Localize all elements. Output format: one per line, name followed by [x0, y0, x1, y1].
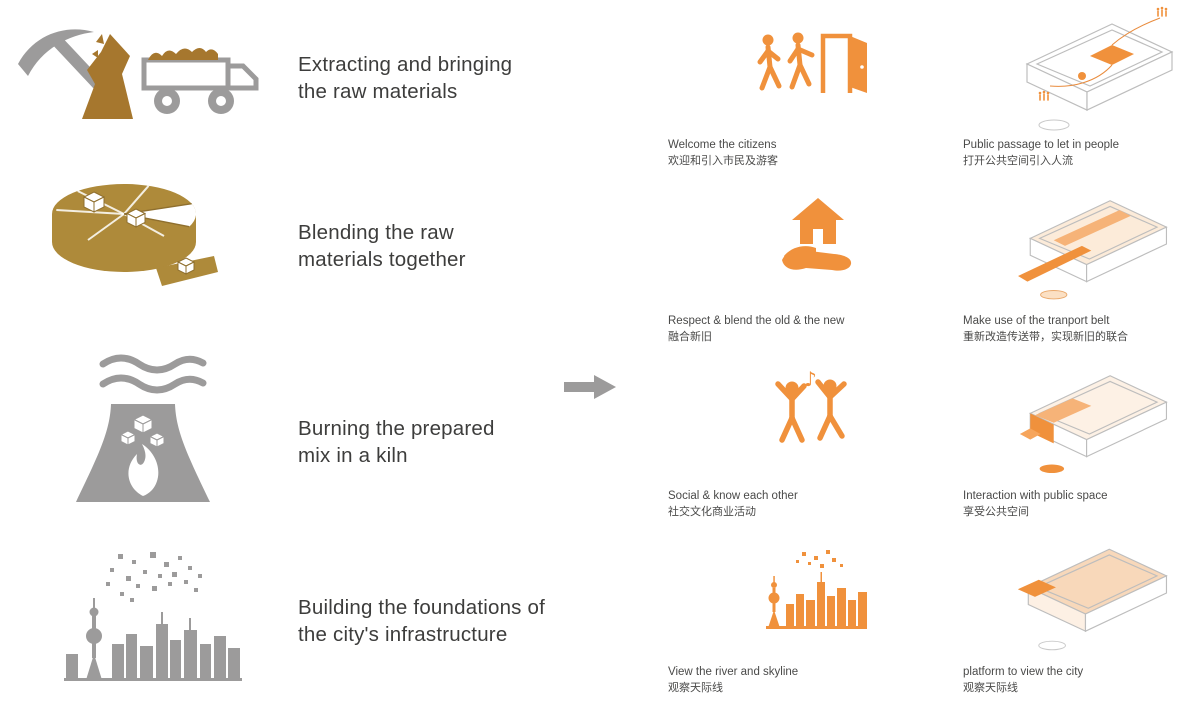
- caption-zh: 打开公共空间引入人流: [963, 155, 1073, 168]
- mid-caption-4: View the river and skyline 观察天际线: [668, 666, 908, 695]
- right-arrow-icon: [564, 373, 616, 401]
- label-line: mix in a kiln: [298, 443, 408, 467]
- axon-diagram-view-platform: [1014, 530, 1176, 658]
- caption-en: View the river and skyline: [668, 666, 799, 678]
- caption-zh: 社交文化商业活动: [668, 506, 756, 519]
- process-label-3: Burning the prepared mix in a kiln: [298, 416, 495, 469]
- caption-en: platform to view the city: [963, 666, 1084, 678]
- caption-zh: 欢迎和引入市民及游客: [668, 155, 778, 168]
- label-line: Burning the prepared: [298, 417, 495, 440]
- label-line: Building the foundations of: [298, 596, 546, 619]
- social-dance-icon: ♪: [762, 368, 862, 452]
- caption-zh: 观察天际线: [668, 682, 723, 695]
- caption-zh: 融合新旧: [668, 331, 712, 344]
- label-line: the raw materials: [298, 79, 458, 103]
- axon-diagram-public-space: [1016, 357, 1176, 481]
- crowd-icon: [1157, 9, 1167, 17]
- caption-en: Respect & blend the old & the new: [668, 315, 845, 327]
- caption-en: Welcome the citizens: [668, 139, 777, 151]
- axon-diagram-public-passage: [1012, 4, 1182, 139]
- crowd-icon: [1039, 93, 1049, 101]
- city-skyline-icon: [60, 548, 245, 683]
- caption-zh: 观察天际线: [963, 682, 1018, 695]
- blending-mix-icon: [44, 166, 224, 306]
- right-caption-2: Make use of the tranport belt 重新改造传送带，实现…: [963, 315, 1198, 344]
- kiln-icon: [48, 352, 238, 502]
- welcome-door-icon: [754, 30, 872, 96]
- right-caption-1: Public passage to let in people 打开公共空间引入…: [963, 139, 1193, 168]
- hand-holding-house-icon: [772, 196, 864, 282]
- process-label-2: Blending the raw materials together: [298, 220, 466, 273]
- svg-text:♪: ♪: [804, 368, 817, 391]
- caption-en: Social & know each other: [668, 490, 798, 502]
- label-line: materials together: [298, 247, 466, 271]
- caption-zh: 享受公共空间: [963, 506, 1029, 519]
- label-line: the city's infrastructure: [298, 622, 508, 646]
- orange-skyline-icon: [752, 548, 872, 630]
- mid-caption-3: Social & know each other 社交文化商业活动: [668, 490, 908, 519]
- process-label-1: Extracting and bringing the raw material…: [298, 52, 512, 105]
- axon-diagram-transport-belt: [1016, 182, 1176, 306]
- process-label-4: Building the foundations of the city's i…: [298, 595, 545, 648]
- caption-en: Public passage to let in people: [963, 139, 1119, 151]
- right-caption-4: platform to view the city 观察天际线: [963, 666, 1193, 695]
- caption-en: Interaction with public space: [963, 490, 1108, 502]
- caption-en: Make use of the tranport belt: [963, 315, 1110, 327]
- caption-zh: 重新改造传送带，实现新旧的联合: [963, 331, 1128, 344]
- mid-caption-1: Welcome the citizens 欢迎和引入市民及游客: [668, 139, 908, 168]
- mid-caption-2: Respect & blend the old & the new 融合新旧: [668, 315, 918, 344]
- label-line: Extracting and bringing: [298, 53, 513, 76]
- right-caption-3: Interaction with public space 享受公共空间: [963, 490, 1193, 519]
- label-line: Blending the raw: [298, 221, 454, 244]
- pickaxe-truck-icon: [14, 22, 260, 120]
